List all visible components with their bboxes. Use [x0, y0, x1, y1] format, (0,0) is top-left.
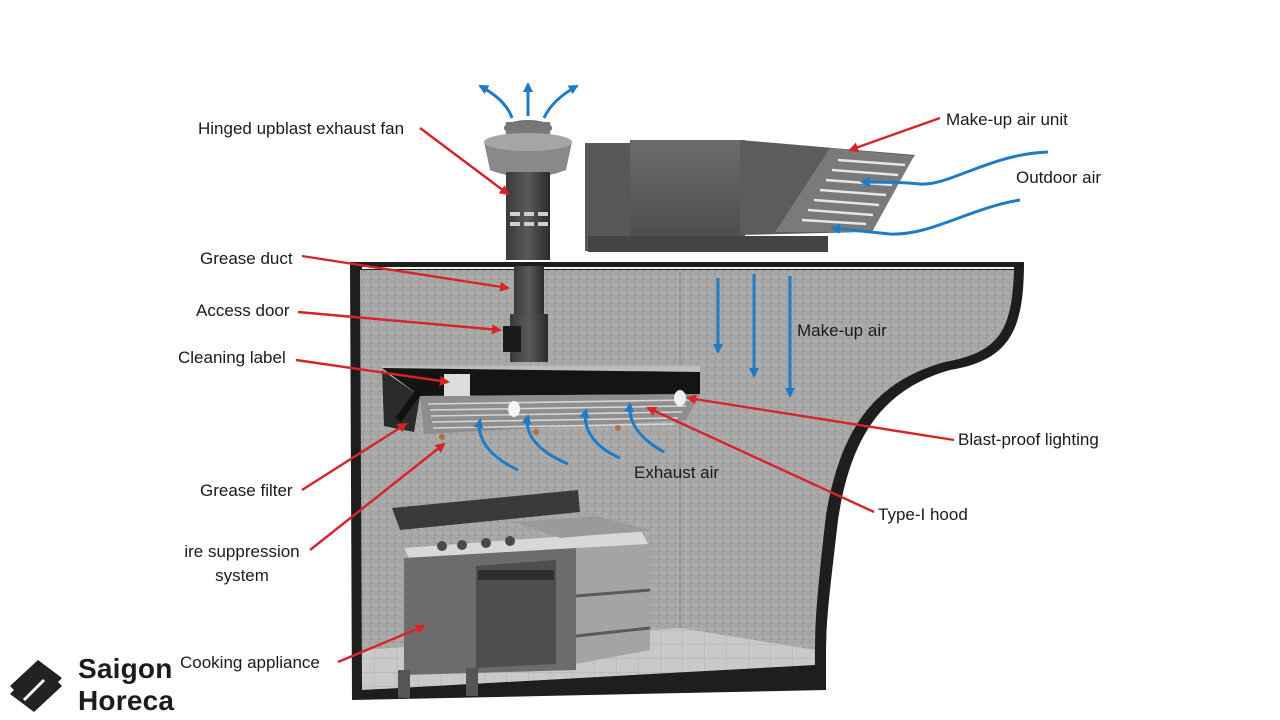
label-grease-filter: Grease filter	[200, 481, 293, 500]
exhaust-fan-and-duct	[484, 120, 572, 362]
leader-makeup-unit	[848, 116, 941, 153]
makeup-air-unit-shape	[585, 140, 915, 252]
label-fire-suppression-line1: ire suppression	[184, 542, 300, 561]
leader-cooking-appliance	[337, 624, 426, 664]
label-fire-suppression-line2: system	[215, 566, 269, 585]
outdoor-air-arrow-upper	[860, 150, 1049, 188]
leader-lines	[295, 116, 955, 664]
exhaust-air-arrow-1	[473, 418, 519, 472]
access-door-panel	[503, 326, 521, 352]
outdoor-air-arrow-lower	[830, 198, 1021, 236]
leader-fire-suppression	[309, 442, 446, 551]
label-fire-suppression: ire suppression system	[176, 542, 308, 586]
saigon-horeca-logo: Saigon Horeca	[4, 652, 184, 718]
label-exhaust-air: Exhaust air	[634, 463, 720, 482]
label-grease-duct: Grease duct	[200, 249, 293, 268]
label-type1-hood: Type-I hood	[878, 505, 968, 524]
leader-grease-filter	[301, 422, 408, 492]
label-outdoor-air: Outdoor air	[1016, 168, 1102, 187]
exhaust-air-arrow-4	[624, 402, 665, 454]
label-makeup-air: Make-up air	[797, 321, 887, 340]
airflow-arrows	[473, 82, 1049, 472]
cooking-appliance-shape	[392, 490, 651, 698]
leader-grease-duct	[301, 254, 510, 292]
cleaning-label-plate	[444, 374, 470, 396]
fan-discharge-arrow-left	[478, 84, 514, 119]
fan-discharge-arrow-right	[542, 84, 579, 119]
brand-mark-icon	[10, 660, 62, 712]
brand-word-horeca: Horeca	[78, 685, 175, 716]
type-i-hood-shape	[382, 366, 700, 440]
leader-hinged-fan	[419, 127, 510, 196]
leader-type1-hood	[646, 406, 875, 514]
label-cooking-appliance: Cooking appliance	[180, 653, 320, 672]
exhaust-air-arrow-3	[579, 408, 621, 460]
label-cleaning-label: Cleaning label	[178, 348, 286, 367]
label-makeup-unit: Make-up air unit	[946, 110, 1068, 129]
leader-access-door	[297, 310, 502, 335]
label-blast-proof: Blast-proof lighting	[958, 430, 1099, 449]
leader-blast-proof	[686, 394, 955, 442]
leader-cleaning-label	[295, 358, 450, 386]
label-access-door: Access door	[196, 301, 290, 320]
exhaust-air-arrow-2	[521, 414, 569, 466]
label-hinged-fan: Hinged upblast exhaust fan	[198, 119, 405, 138]
brand-word-saigon: Saigon	[78, 653, 173, 684]
